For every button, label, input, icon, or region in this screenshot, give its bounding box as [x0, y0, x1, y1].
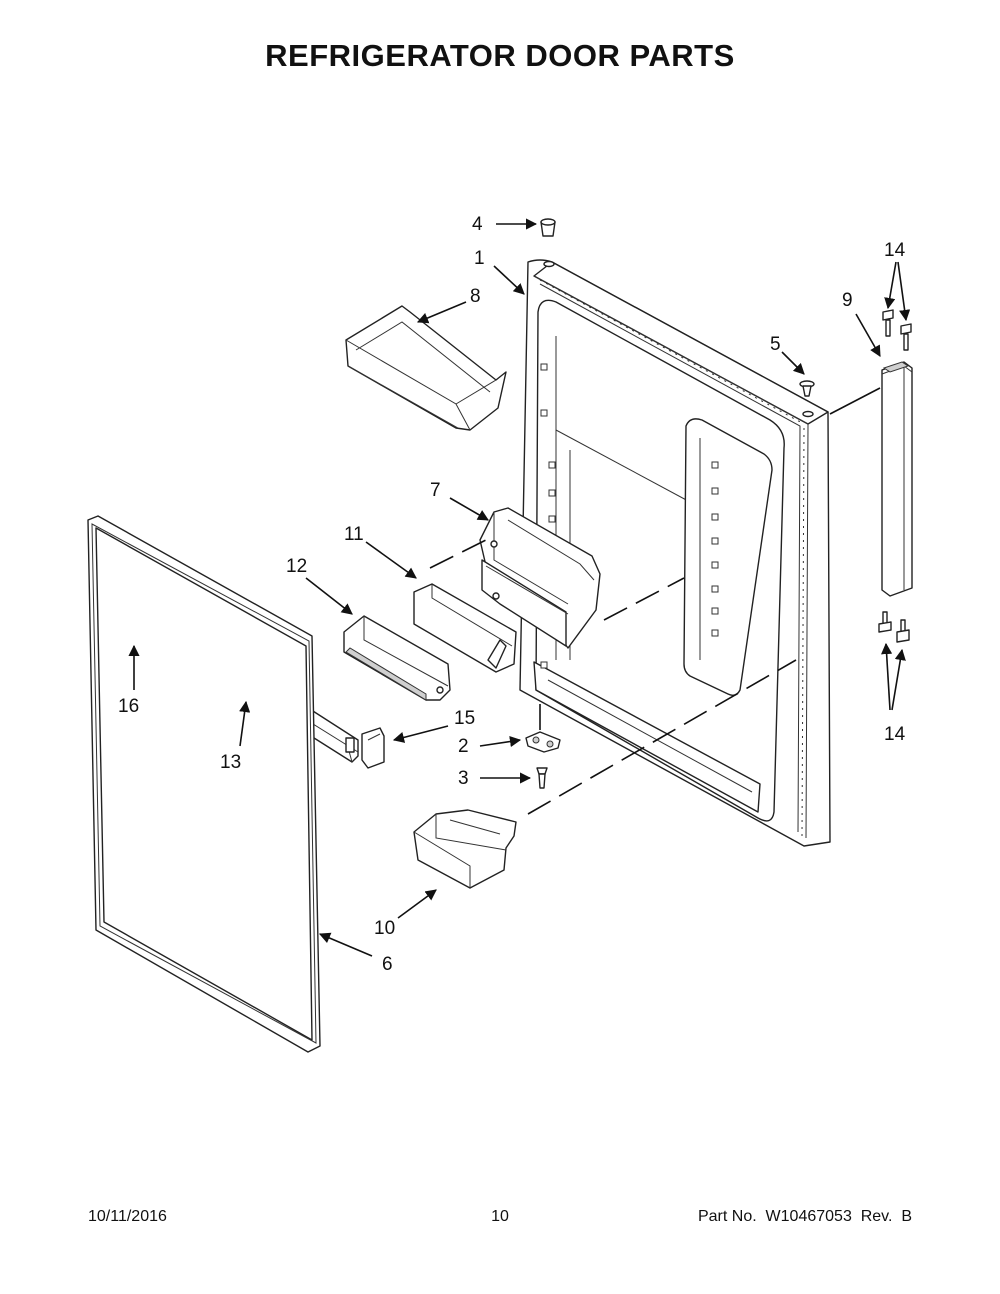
- trim-end-cap-right: [361, 727, 385, 769]
- hinge-cap-top: [540, 218, 556, 268]
- footer-part-number: Part No. W10467053 Rev. B: [697, 1208, 912, 1225]
- dairy-door: [343, 615, 451, 701]
- hinge-plug: [799, 380, 815, 418]
- callout-3: 3: [458, 768, 469, 789]
- door-handle: [881, 361, 913, 597]
- callout-13: 13: [220, 752, 241, 773]
- callout-16: 16: [118, 696, 139, 717]
- door-panel: [519, 259, 831, 847]
- callout-14-top: 14: [884, 240, 906, 261]
- callout-11: 11: [344, 524, 364, 545]
- callout-7: 7: [430, 480, 441, 501]
- callout-1: 1: [474, 248, 485, 269]
- dairy-bin: [413, 583, 517, 673]
- callout-8: 8: [470, 286, 481, 307]
- callout-15: 15: [454, 708, 475, 729]
- handle-screws: [878, 309, 912, 643]
- callout-9: 9: [842, 290, 853, 311]
- callout-4: 4: [472, 214, 483, 235]
- assembly-lines: [429, 387, 881, 815]
- door-bin-upper: [345, 305, 507, 431]
- lower-hinge: [525, 731, 561, 753]
- callout-labels: 4 1 8 5 9 14 7 11 12 16 15 14 2 13 3 10 …: [118, 214, 906, 975]
- leader-lines: [128, 218, 911, 957]
- callout-6: 6: [382, 954, 393, 975]
- door-gasket: [87, 515, 321, 1053]
- door-bin-lower: [413, 809, 517, 889]
- hinge-screw: [536, 767, 548, 789]
- page-title: REFRIGERATOR DOOR PARTS: [265, 38, 735, 73]
- callout-14-bottom: 14: [884, 724, 906, 745]
- callout-12: 12: [286, 556, 307, 577]
- dispenser-bracket: [479, 507, 601, 649]
- callout-5: 5: [770, 334, 781, 355]
- callout-10: 10: [374, 918, 395, 939]
- callout-2: 2: [458, 736, 469, 757]
- footer-date: 10/11/2016: [88, 1208, 167, 1225]
- footer-page-number: 10: [491, 1208, 509, 1225]
